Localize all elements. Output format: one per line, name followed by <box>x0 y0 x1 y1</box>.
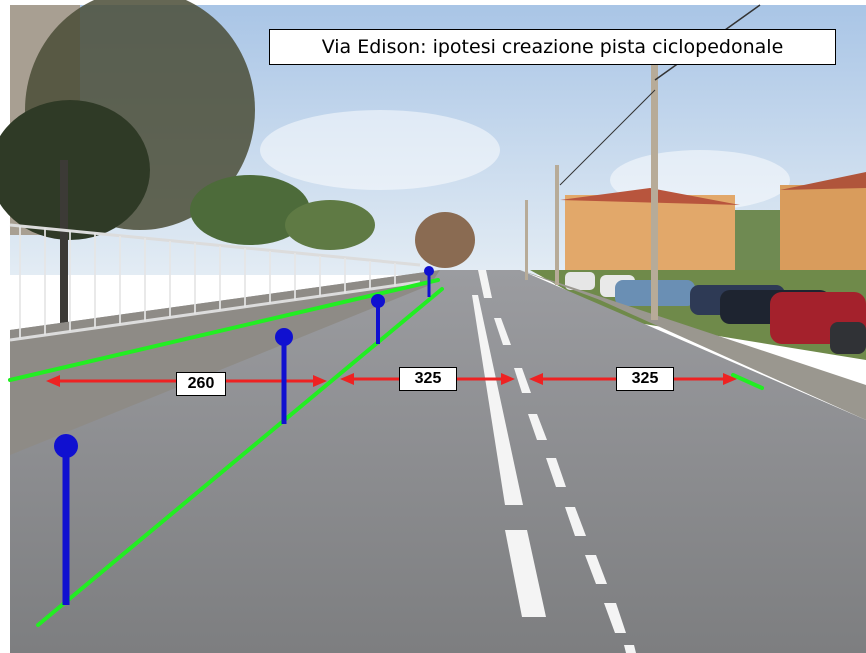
marker-pin <box>54 434 78 605</box>
right-buildings <box>560 172 866 275</box>
marker-pin <box>275 328 293 424</box>
left-trees <box>0 0 475 268</box>
road-markings <box>472 270 636 653</box>
marker-pin <box>371 294 385 344</box>
left-sidewalk <box>10 270 440 455</box>
dimension-label-right: 325 <box>616 367 674 391</box>
proposed-path-lines <box>8 278 764 627</box>
path-edge-line-diagonal <box>36 287 444 627</box>
path-edge-line-left <box>8 278 440 382</box>
page-title: Via Edison: ipotesi creazione pista cicl… <box>269 29 836 65</box>
markers <box>54 266 434 605</box>
marker-pin <box>424 266 434 297</box>
path-edge-line-right <box>731 373 764 390</box>
dimension-label-center: 325 <box>399 367 457 391</box>
parked-cars <box>565 272 866 354</box>
dimension-label-left: 260 <box>176 372 226 396</box>
fence <box>9 223 421 342</box>
